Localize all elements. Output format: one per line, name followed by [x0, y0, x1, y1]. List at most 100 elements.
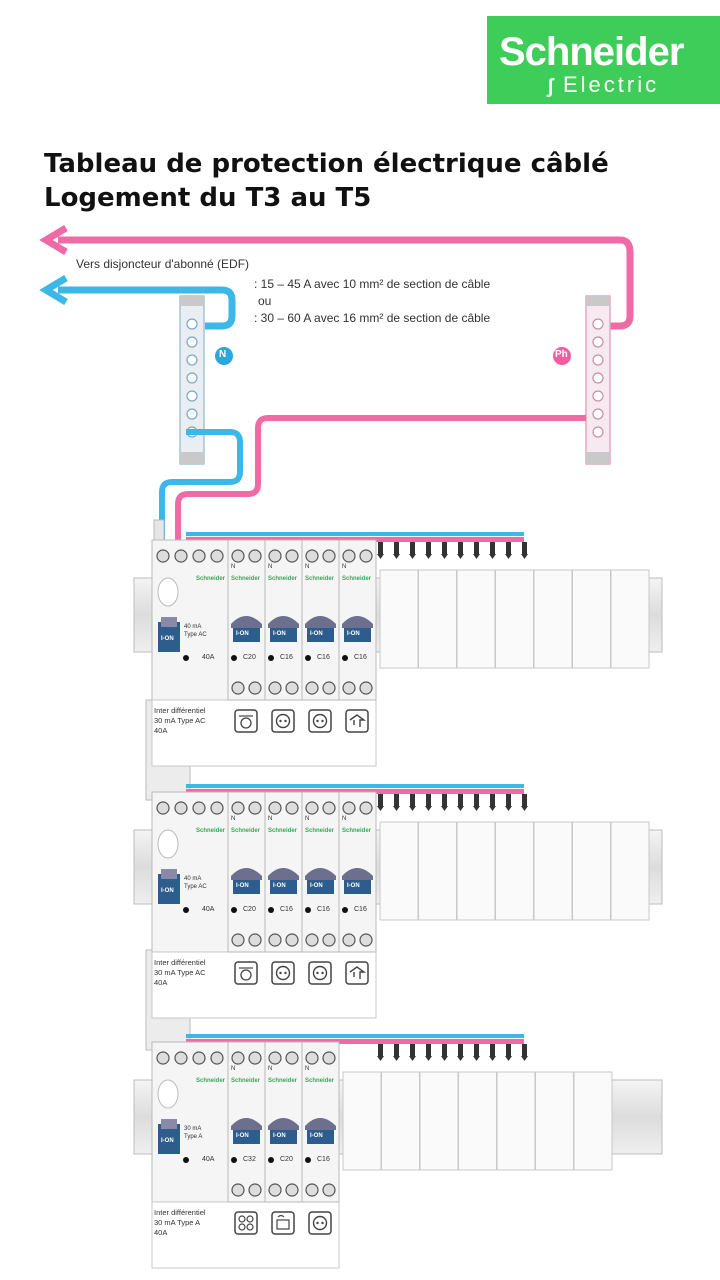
- terminal-screw: [285, 801, 299, 815]
- neutral-busbar: [186, 532, 524, 536]
- breaker-toggle: [270, 880, 297, 894]
- terminal-screw: [342, 681, 356, 695]
- terminal-screw: [268, 549, 282, 563]
- breaker-toggle-label: I-ON: [236, 1133, 249, 1139]
- rcd-brand-label: Schneider: [196, 828, 226, 834]
- terminal-screw: [305, 681, 319, 695]
- breaker-rating-2: C16: [280, 906, 293, 913]
- terminal-screw: [231, 1183, 245, 1197]
- comb-tooth: [410, 542, 415, 554]
- rcd-toggle: [158, 1124, 180, 1154]
- terminal-screw: [248, 681, 262, 695]
- comb-tooth: [506, 1044, 511, 1056]
- terminal-screw: [342, 933, 356, 947]
- rcd-toggle: [158, 874, 180, 904]
- blank-module: [381, 1071, 420, 1171]
- breaker-toggle-label: I-ON: [310, 1133, 323, 1139]
- comb-tooth: [458, 794, 463, 806]
- dishwasher-icon: [234, 961, 258, 985]
- breaker-indicator: [268, 1157, 274, 1163]
- blank-module: [610, 821, 650, 921]
- test-button: [157, 1079, 179, 1109]
- panel-row-3: [133, 1034, 663, 1269]
- blank-module: [495, 821, 534, 921]
- breaker-toggle: [233, 628, 260, 642]
- phase-wire-supply: [58, 236, 634, 330]
- blank-module: [535, 1071, 574, 1171]
- cooktop-icon: [234, 1211, 258, 1235]
- comb-tooth: [474, 794, 479, 806]
- comb-tooth: [378, 794, 383, 806]
- terminal-screw: [359, 549, 373, 563]
- breaker-rating-2: C20: [280, 1156, 293, 1163]
- terminal-screw: [305, 1051, 319, 1065]
- breaker-brand-label: Schneider: [305, 828, 335, 834]
- breaker-rating-4: C16: [354, 654, 367, 661]
- terminal-screw: [342, 549, 356, 563]
- neutral-busbar: [186, 1034, 524, 1038]
- rcd-indicator: [183, 655, 189, 661]
- breaker-rating-2: C16: [280, 654, 293, 661]
- comb-tooth: [442, 794, 447, 806]
- rcd-toggle-label: I-ON: [161, 1138, 174, 1144]
- terminal-screw: [322, 801, 336, 815]
- terminal-screw: [174, 801, 188, 815]
- terminal-screw: [192, 1051, 206, 1065]
- breaker-toggle: [344, 628, 371, 642]
- phase-marker-badge: [553, 347, 571, 365]
- rcd-spec-line-1: 30 mA: [184, 1126, 202, 1132]
- breaker-handle-cover: [305, 1118, 336, 1130]
- breaker-indicator: [305, 655, 311, 661]
- comb-tooth: [394, 1044, 399, 1056]
- socket-icon: [308, 1211, 332, 1235]
- blank-module: [533, 569, 573, 669]
- rcd-toggle-label: I-ON: [161, 636, 174, 642]
- terminal-screw: [174, 549, 188, 563]
- supply-label: Vers disjoncteur d'abonné (EDF): [76, 257, 250, 271]
- logo-symbol-icon: ʃ: [547, 76, 554, 98]
- terminal-screw: [174, 1051, 188, 1065]
- comb-tooth: [426, 794, 431, 806]
- blank-module: [456, 569, 496, 669]
- comb-tooth: [410, 794, 415, 806]
- breaker-rating-3: C16: [317, 1156, 330, 1163]
- terminal-screw: [305, 933, 319, 947]
- blank-module: [418, 821, 457, 921]
- breaker-brand-label: Schneider: [305, 576, 335, 582]
- breaker-terminal-label: N: [342, 816, 347, 822]
- blank-module: [610, 569, 650, 669]
- phase-marker-label: Ph: [555, 349, 568, 360]
- breaker-brand-label: Schneider: [268, 576, 298, 582]
- terminal-screw: [322, 681, 336, 695]
- comb-tooth: [506, 794, 511, 806]
- terminal-screw: [231, 681, 245, 695]
- rcd-toggle-label: I-ON: [161, 888, 174, 894]
- terminal-screw: [285, 681, 299, 695]
- blank-module: [379, 821, 419, 921]
- breaker-handle-cover: [268, 1118, 299, 1130]
- breaker-toggle-label: I-ON: [236, 631, 249, 637]
- breaker-toggle: [233, 1130, 260, 1144]
- socket-icon: [308, 709, 332, 733]
- rcd-label-line-3: 40A: [154, 978, 168, 987]
- oven-icon: [271, 1211, 295, 1235]
- comb-tooth: [490, 542, 495, 554]
- blank-module: [496, 1071, 536, 1171]
- breaker-indicator: [268, 907, 274, 913]
- breaker-brand-label: Schneider: [342, 576, 372, 582]
- supply-option-2: : 30 – 60 A avec 16 mm² de section de câ…: [254, 311, 491, 325]
- terminal-screw: [210, 549, 224, 563]
- rcd-rating: 40A: [202, 654, 215, 661]
- panel-row-1: [133, 532, 663, 767]
- rcd-spec-line-2: Type AC: [184, 884, 207, 890]
- neutral-arrow-icon: [39, 274, 68, 306]
- supply-option-or: ou: [258, 294, 272, 308]
- terminal-screw: [359, 933, 373, 947]
- breaker-rating-3: C16: [317, 906, 330, 913]
- rcd-rating: 40A: [202, 906, 215, 913]
- neutral-terminal-bar: [179, 295, 205, 465]
- comb-tooth: [442, 542, 447, 554]
- terminal-screw: [248, 1183, 262, 1197]
- breaker-handle-cover: [342, 868, 373, 880]
- terminal-screw: [322, 933, 336, 947]
